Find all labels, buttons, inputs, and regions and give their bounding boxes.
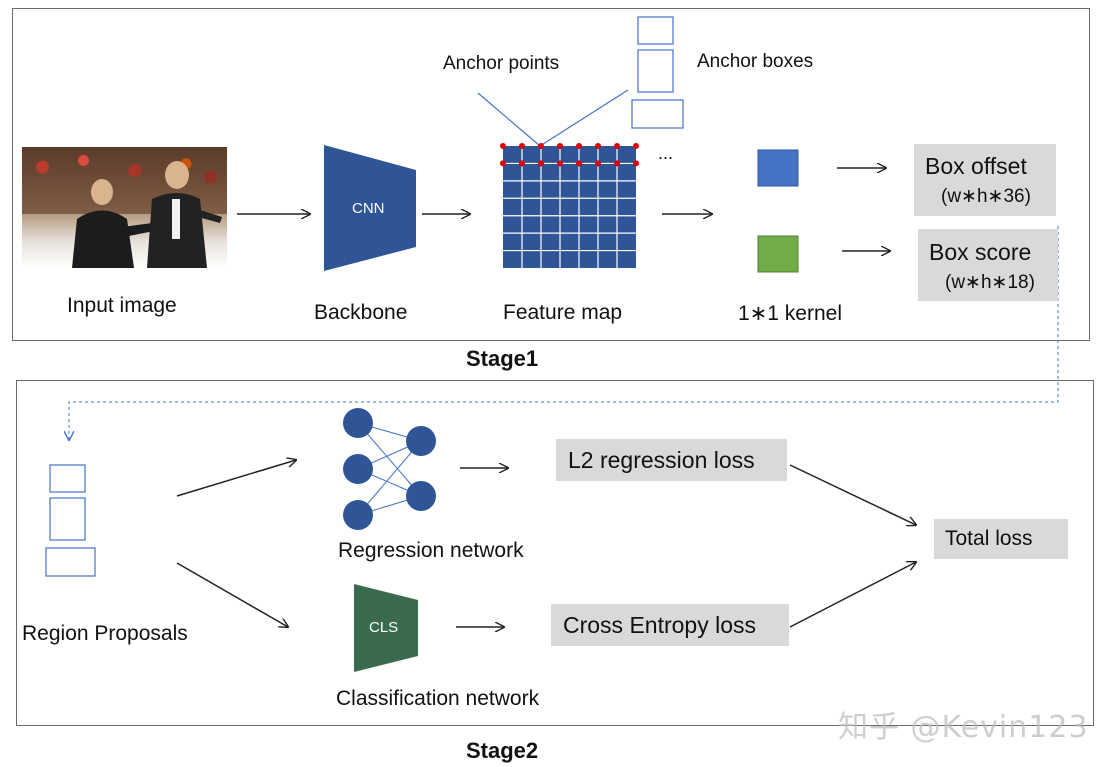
region-box-small <box>49 464 86 493</box>
anchor-point-dot <box>576 160 582 167</box>
anchor-point-dot <box>557 160 563 167</box>
arrow-region-to-regression <box>176 460 296 497</box>
stage-connector-dashed <box>69 226 1059 440</box>
ellipsis-text: ... <box>658 143 674 163</box>
cls-text: CLS <box>369 619 399 636</box>
total-loss-panel: Total loss <box>934 519 1068 559</box>
stage2-title: Stage2 <box>466 738 539 763</box>
stage1-frame <box>12 8 1090 341</box>
regression-node-in-3 <box>343 500 373 530</box>
arrow-region-to-classification <box>176 562 288 627</box>
input-image-photo <box>22 147 227 268</box>
cls-network-shape <box>354 584 418 672</box>
arrow-l2-to-total <box>789 464 916 525</box>
backbone-label: Backbone <box>314 301 408 324</box>
cnn-backbone-shape <box>324 145 416 271</box>
cnn-text: CNN <box>352 200 385 217</box>
anchor-point-dot <box>633 160 639 167</box>
kernel-green-square <box>757 235 799 273</box>
feature-map-label: Feature map <box>503 301 623 324</box>
region-box-tall <box>49 497 86 541</box>
anchor-point-dot <box>595 160 601 167</box>
anchor-box-small <box>637 16 674 45</box>
regression-network-label: Regression network <box>338 539 524 562</box>
ce-loss-panel: Cross Entropy loss <box>551 604 789 646</box>
box-score-panel: Box score (w∗h∗18) <box>918 229 1058 301</box>
total-loss-text: Total loss <box>945 527 1033 550</box>
anchor-point-dot <box>614 143 620 149</box>
kernel-label: 1∗1 kernel <box>738 302 842 325</box>
regression-node-in-1 <box>343 408 373 438</box>
anchor-boxes-leader <box>539 89 629 147</box>
regression-node-out-2 <box>406 481 436 511</box>
regression-node-out-1 <box>406 426 436 456</box>
box-offset-dim: (w∗h∗36) <box>941 186 1031 207</box>
arrow-ce-to-total <box>789 562 916 628</box>
feature-map-grid <box>500 143 639 268</box>
anchor-point-dot <box>519 160 525 167</box>
anchor-point-dot <box>595 143 601 149</box>
feature-map-cells <box>503 146 636 268</box>
box-score-title: Box score <box>929 239 1032 265</box>
anchor-point-dot <box>538 160 544 167</box>
anchor-point-dot <box>538 143 544 149</box>
classification-network-label: Classification network <box>336 687 540 710</box>
l2-loss-text: L2 regression loss <box>568 447 755 473</box>
anchor-point-dot <box>500 160 506 167</box>
anchor-boxes-label: Anchor boxes <box>697 51 814 72</box>
ce-loss-text: Cross Entropy loss <box>563 612 757 638</box>
kernel-blue-square <box>757 149 799 187</box>
watermark-text: 知乎 @Kevin123 <box>838 710 1089 745</box>
stage1-title: Stage1 <box>466 346 539 371</box>
anchor-point-dot <box>633 143 639 149</box>
region-proposals-label: Region Proposals <box>22 622 188 645</box>
input-image-label: Input image <box>67 294 177 317</box>
region-box-wide <box>45 547 96 577</box>
anchor-point-dot <box>519 143 525 149</box>
regression-node-in-2 <box>343 454 373 484</box>
box-offset-title: Box offset <box>925 153 1027 179</box>
anchor-points-label: Anchor points <box>443 53 560 74</box>
stage2-frame <box>16 380 1094 726</box>
anchor-point-dot <box>557 143 563 149</box>
anchor-point-dot <box>500 143 506 149</box>
anchor-point-dot <box>614 160 620 167</box>
anchor-box-tall <box>637 49 674 93</box>
l2-loss-panel: L2 regression loss <box>556 439 787 481</box>
photo-figures <box>72 161 222 268</box>
box-offset-panel: Box offset (w∗h∗36) <box>914 144 1056 216</box>
anchor-point-dot <box>576 143 582 149</box>
anchor-points-leader <box>477 92 541 147</box>
anchor-box-wide <box>631 99 684 129</box>
box-score-dim: (w∗h∗18) <box>945 272 1035 293</box>
